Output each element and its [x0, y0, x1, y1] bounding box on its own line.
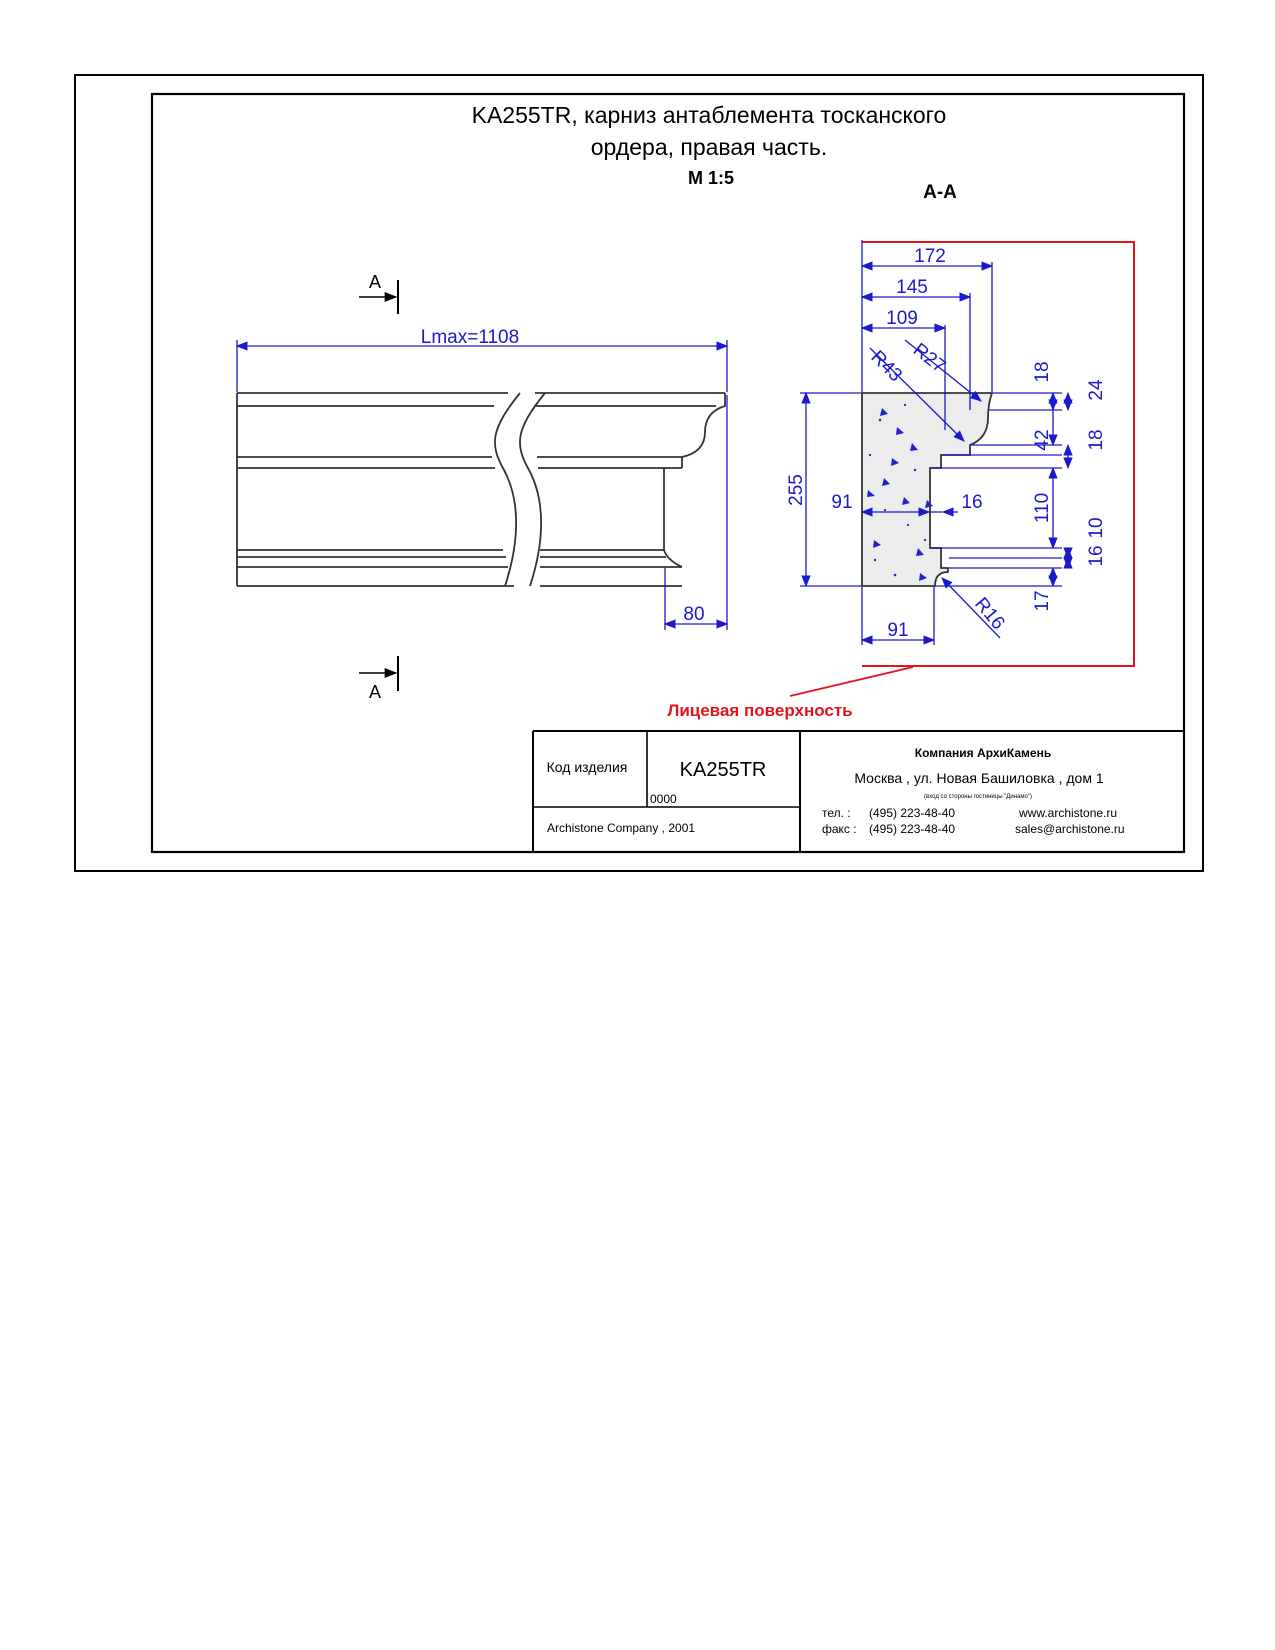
section-dim-109: 109 — [886, 308, 918, 329]
company-name: Компания АрхиКамень — [915, 746, 1051, 760]
inner-frame — [150, 92, 1186, 854]
section-dim-17: 17 — [1032, 590, 1053, 611]
face-surface-label: Лицевая поверхность — [667, 701, 852, 720]
outer-frame — [74, 74, 1204, 872]
product-code-value: KA255TR — [680, 759, 767, 781]
company-address: Москва , ул. Новая Башиловка , дом 1 — [854, 770, 1103, 786]
section-dim-24: 24 — [1086, 379, 1107, 401]
section-dim-r43: R43 — [866, 347, 905, 386]
drawing-title-line1: KA255TR, карниз антаблемента тосканского — [472, 102, 947, 128]
elevation-view: Lmax=1108 80 — [235, 327, 729, 630]
section-view: 172 145 109 R27 R43 255 91 16 91 R16 — [786, 240, 1135, 697]
section-dim-18b: 18 — [1086, 429, 1107, 450]
section-profile — [861, 392, 994, 587]
email-link[interactable]: sales@archistone.ru — [1015, 822, 1125, 836]
website-link[interactable]: www.archistone.ru — [1018, 806, 1117, 820]
cut-marker-bottom: А — [359, 656, 399, 702]
fax-label: факс : — [822, 822, 857, 836]
section-dim-91-mid: 91 — [831, 492, 852, 513]
section-label: А-А — [923, 182, 957, 203]
section-dim-16-vertical: 16 — [1086, 545, 1107, 566]
face-surface-marker — [862, 241, 1135, 667]
section-dim-42: 42 — [1032, 429, 1053, 450]
product-code-label: Код изделия — [547, 759, 628, 775]
cut-marker-top: А — [359, 272, 399, 314]
product-code-number: 0000 — [650, 792, 677, 806]
fax-number: (495) 223-48-40 — [869, 822, 955, 836]
section-dim-255: 255 — [786, 474, 807, 506]
drawing-title-line2: ордера, правая часть. — [591, 134, 827, 160]
phone-label: тел. : — [822, 806, 851, 820]
elevation-return-dim: 80 — [683, 604, 704, 625]
copyright-text: Archistone Company , 2001 — [547, 821, 695, 835]
drawing-scale: М 1:5 — [688, 168, 734, 188]
section-dim-91-bottom: 91 — [887, 620, 908, 641]
title-block: Код изделия KA255TR 0000 Archistone Comp… — [532, 730, 1184, 852]
face-surface-leader — [789, 666, 914, 697]
section-dim-r16: R16 — [970, 594, 1008, 634]
section-dim-16: 16 — [961, 492, 982, 513]
cut-marker-top-label: А — [369, 272, 381, 292]
cut-marker-bottom-label: А — [369, 682, 381, 702]
company-address-note: (вход со стороны гостиницы "Динамо") — [924, 794, 1032, 800]
phone-number: (495) 223-48-40 — [869, 806, 955, 820]
section-dim-10: 10 — [1086, 517, 1107, 538]
section-dim-18a: 18 — [1032, 361, 1053, 382]
section-dim-r27: R27 — [909, 339, 949, 377]
section-dim-172: 172 — [914, 246, 946, 267]
section-dim-145: 145 — [896, 277, 928, 298]
section-dim-110: 110 — [1032, 493, 1053, 523]
elevation-length-dim: Lmax=1108 — [421, 327, 519, 348]
